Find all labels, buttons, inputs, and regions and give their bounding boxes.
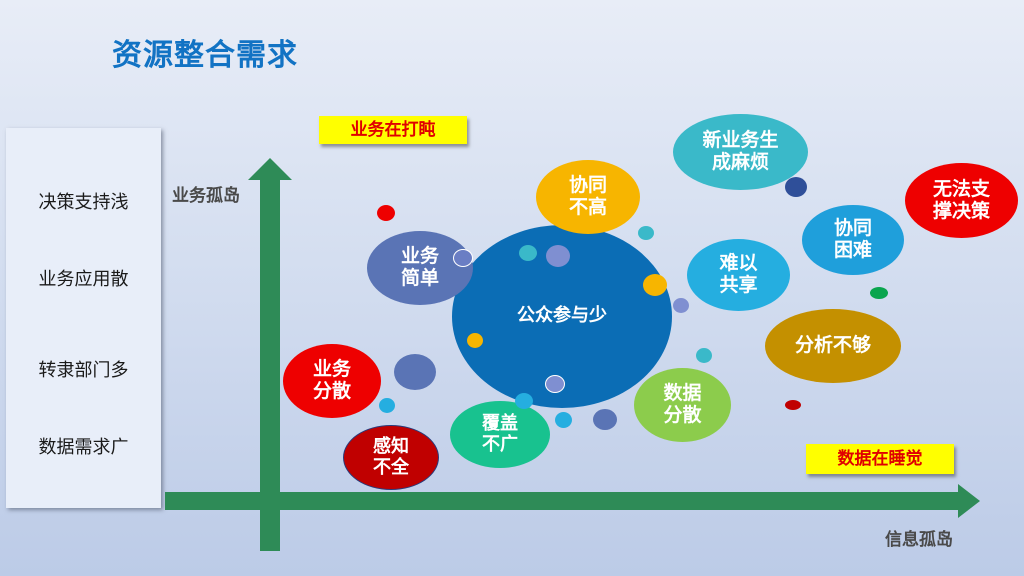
bubble-perception-incomplete: 感知 不全 [343,425,439,490]
y-axis-arrow-icon [248,158,292,180]
dot-blue [555,412,572,428]
y-axis [260,175,280,551]
dot-slate [453,249,473,267]
sidebar-item-decision: 决策支持浅 [38,192,129,213]
sidebar-item-data-demand: 数据需求广 [38,437,129,458]
bubble-collab-difficult: 协同 困难 [802,205,904,275]
dot-lavender [546,245,570,267]
tag-business-dozing: 业务在打盹 [319,116,467,144]
bubble-data-scattered: 数据 分散 [634,368,731,442]
tag-data-sleeping: 数据在睡觉 [806,444,954,474]
dot-lavender [545,375,565,393]
sidebar-item-departments: 转隶部门多 [38,360,129,381]
bubble-insufficient-analysis: 分析不够 [765,309,901,383]
dot-lavender [673,298,689,313]
bubble-simple-business: 业务 简单 [367,231,473,305]
page-title: 资源整合需求 [112,38,298,73]
bubble-no-decision-support: 无法支 撑决策 [905,163,1018,238]
dot-blue [379,398,395,413]
x-axis-arrow-icon [958,484,980,518]
bubble-hard-to-share: 难以 共享 [687,239,790,311]
dot-teal [638,226,654,240]
bubble-business-scattered: 业务 分散 [283,344,381,418]
dot-slate-large [394,354,436,390]
bubble-coverage-narrow: 覆盖 不广 [450,401,550,468]
dot-navy [785,177,807,197]
y-axis-label: 业务孤岛 [172,186,240,206]
dot-yellow [643,274,667,296]
dot-teal [519,245,537,261]
dot-slate [593,409,617,430]
dot-green [870,287,888,299]
dot-teal [696,348,712,363]
bubble-new-business: 新业务生 成麻烦 [673,114,808,190]
bubble-collab-low: 协同 不高 [536,160,640,234]
dot-yellow [467,333,483,348]
dot-red [377,205,395,221]
dot-darkred [785,400,801,410]
sidebar-panel: 决策支持浅 业务应用散 转隶部门多 数据需求广 [6,128,161,508]
sidebar-item-application: 业务应用散 [38,269,129,290]
dot-blue [515,393,533,409]
x-axis-label: 信息孤岛 [885,530,953,550]
x-axis [165,492,960,510]
